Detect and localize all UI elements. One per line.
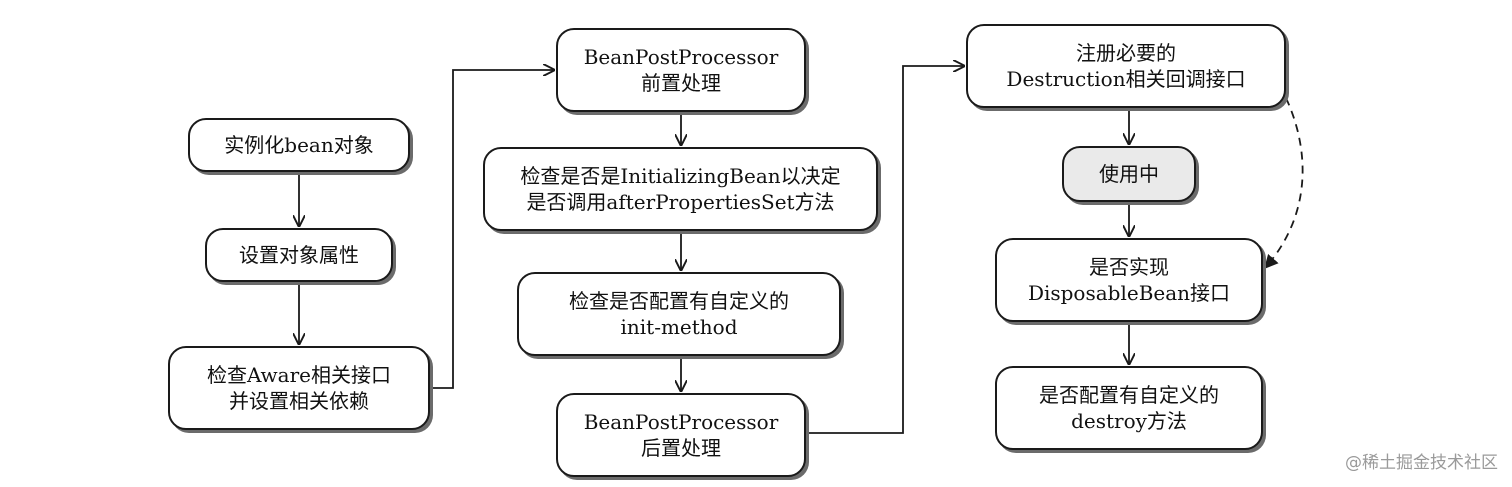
node-in-use: 使用中 bbox=[1062, 146, 1196, 202]
node-initializing-bean-line-2: 是否调用afterPropertiesSet方法 bbox=[526, 190, 835, 214]
node-aware-line-2: 并设置相关依赖 bbox=[229, 389, 369, 413]
node-disposable-bean-line-1: 是否实现 bbox=[1089, 255, 1169, 279]
watermark: @稀土掘金技术社区 bbox=[1345, 453, 1498, 473]
node-aware: 检查Aware相关接口 并设置相关依赖 bbox=[168, 346, 430, 430]
node-bpp-before-line-2: 前置处理 bbox=[641, 71, 721, 95]
node-register-destruction-line-1: 注册必要的 bbox=[1076, 41, 1176, 65]
node-destroy-method-line-1: 是否配置有自定义的 bbox=[1039, 383, 1219, 407]
node-register-destruction: 注册必要的 Destruction相关回调接口 bbox=[966, 24, 1286, 108]
node-init-method: 检查是否配置有自定义的 init-method bbox=[517, 272, 841, 356]
node-instantiate: 实例化bean对象 bbox=[188, 118, 410, 172]
node-bpp-before: BeanPostProcessor 前置处理 bbox=[556, 28, 806, 112]
node-aware-line-1: 检查Aware相关接口 bbox=[207, 363, 391, 387]
node-disposable-bean: 是否实现 DisposableBean接口 bbox=[995, 238, 1263, 322]
node-bpp-after-line-2: 后置处理 bbox=[641, 436, 721, 460]
node-destroy-method-line-2: destroy方法 bbox=[1071, 409, 1187, 433]
edge-bpp-after-to-register-destruction bbox=[806, 66, 964, 434]
node-initializing-bean-line-1: 检查是否是InitializingBean以决定 bbox=[520, 164, 841, 188]
node-initializing-bean: 检查是否是InitializingBean以决定 是否调用afterProper… bbox=[483, 147, 878, 231]
node-in-use-line-1: 使用中 bbox=[1099, 162, 1159, 186]
node-destroy-method: 是否配置有自定义的 destroy方法 bbox=[995, 366, 1263, 450]
node-set-properties-line-1: 设置对象属性 bbox=[239, 243, 359, 267]
node-register-destruction-line-2: Destruction相关回调接口 bbox=[1006, 67, 1246, 91]
node-bpp-after-line-1: BeanPostProcessor bbox=[583, 410, 779, 434]
edge-aware-to-bpp-before bbox=[430, 70, 554, 389]
node-init-method-line-2: init-method bbox=[620, 315, 738, 339]
node-init-method-line-1: 检查是否配置有自定义的 bbox=[569, 289, 789, 313]
node-disposable-bean-line-2: DisposableBean接口 bbox=[1027, 281, 1231, 305]
node-bpp-after: BeanPostProcessor 后置处理 bbox=[556, 393, 806, 477]
node-set-properties: 设置对象属性 bbox=[205, 228, 393, 282]
node-bpp-before-line-1: BeanPostProcessor bbox=[583, 45, 779, 69]
node-instantiate-line-1: 实例化bean对象 bbox=[224, 133, 374, 157]
edge-register-destruction-to-disposable-bean bbox=[1264, 97, 1304, 270]
